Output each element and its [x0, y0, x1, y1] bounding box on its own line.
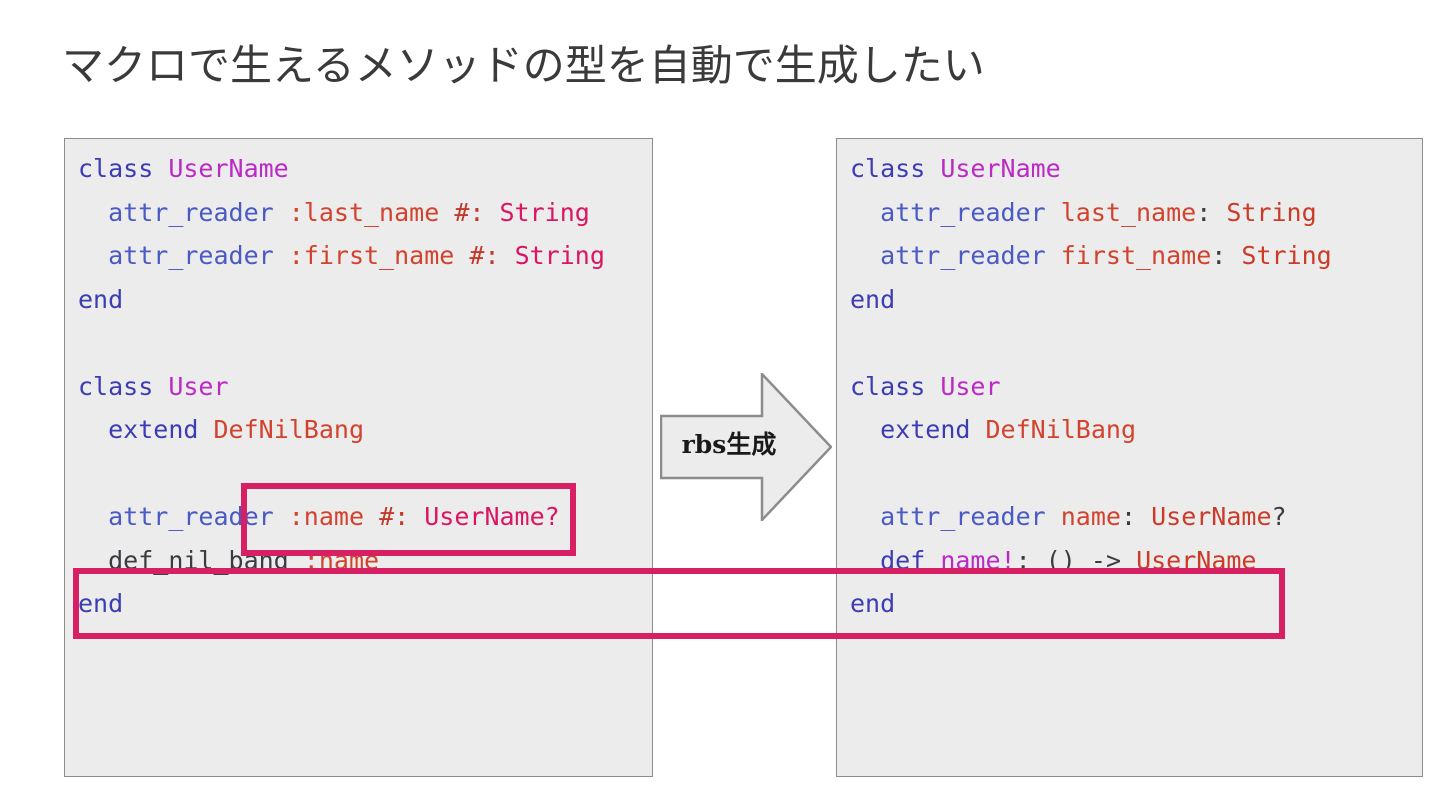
code-line: extend DefNilBang — [850, 408, 1422, 452]
code-token: name — [1060, 502, 1121, 531]
code-token: :last_name — [288, 197, 440, 227]
code-token: : — [1015, 545, 1031, 575]
code-token — [274, 241, 289, 270]
code-token — [274, 198, 289, 227]
code-token: attr_reader — [880, 241, 1046, 270]
code-line — [850, 452, 1422, 496]
code-token: String — [514, 241, 605, 270]
code-token — [850, 415, 880, 444]
code-line: attr_reader :first_name #: String — [78, 234, 652, 278]
code-token — [1226, 241, 1241, 270]
code-token: User — [940, 371, 1001, 401]
code-token — [850, 502, 880, 531]
code-line: attr_reader first_name: String — [850, 234, 1422, 278]
code-token — [1046, 198, 1061, 227]
highlight-box-def-nil-bang-mapping — [73, 568, 1285, 639]
code-token: extend — [108, 415, 199, 444]
code-block-rbs-signature: class UserName attr_reader last_name: St… — [850, 147, 1422, 626]
code-token: attr_reader — [108, 197, 274, 227]
code-token: end — [78, 284, 124, 314]
code-token: attr_reader — [880, 197, 1046, 227]
code-token — [970, 415, 985, 444]
page-title: マクロで生えるメソッドの型を自動で生成したい — [62, 41, 985, 90]
code-line: class UserName — [78, 147, 652, 191]
code-token — [153, 372, 168, 401]
code-token: #: — [454, 197, 485, 227]
code-line: class UserName — [850, 147, 1422, 191]
code-token: : — [1120, 502, 1137, 531]
code-token — [198, 415, 213, 444]
code-token: UserName — [168, 154, 289, 183]
rbs-generation-arrow-icon — [660, 373, 832, 521]
code-token — [500, 241, 515, 270]
code-token: attr_reader — [880, 502, 1046, 531]
code-token — [1136, 502, 1151, 531]
code-panel-rbs-signature: class UserName attr_reader last_name: St… — [836, 138, 1423, 777]
code-line: end — [850, 278, 1422, 322]
code-token: class — [78, 154, 154, 183]
code-token — [78, 415, 108, 444]
code-panel-ruby-source: class UserName attr_reader :last_name #:… — [64, 138, 653, 777]
code-token: end — [78, 589, 124, 618]
code-token: UserName — [940, 154, 1061, 183]
code-line: class User — [78, 365, 652, 409]
code-line: attr_reader last_name: String — [850, 191, 1422, 235]
code-line — [78, 321, 652, 365]
code-token: class — [78, 371, 154, 401]
code-token: DefNilBang — [213, 415, 364, 444]
arrow-label: rbs生成 — [681, 430, 777, 459]
code-token — [439, 198, 454, 227]
code-line: attr_reader name: UserName? — [850, 495, 1422, 539]
code-token: : — [1196, 197, 1212, 227]
code-line: end — [78, 278, 652, 322]
code-token — [454, 241, 469, 270]
code-token: #: — [469, 241, 500, 270]
code-token — [1211, 198, 1226, 227]
code-token: class — [850, 154, 926, 183]
code-token: last_name — [1060, 197, 1197, 227]
code-token: ? — [1271, 502, 1287, 531]
code-token: class — [850, 371, 926, 401]
code-token: end — [850, 284, 896, 314]
code-token: String — [499, 197, 590, 227]
code-token: attr_reader — [108, 241, 274, 270]
code-token — [1046, 241, 1061, 270]
code-line: end — [78, 582, 652, 626]
code-token — [1046, 502, 1061, 531]
code-token: : — [1211, 241, 1227, 270]
code-token — [78, 198, 108, 227]
code-token — [850, 241, 880, 270]
code-token: String — [1226, 197, 1317, 227]
code-token: first_name — [1060, 241, 1212, 270]
code-token: DefNilBang — [985, 415, 1136, 444]
code-token — [925, 154, 940, 183]
code-token — [484, 198, 499, 227]
code-token: :name — [288, 502, 365, 531]
code-token — [850, 198, 880, 227]
code-line: class User — [850, 365, 1422, 409]
code-token: User — [168, 371, 229, 401]
code-token: UserName — [1151, 502, 1272, 531]
code-token: UserName? — [424, 502, 560, 531]
code-token: String — [1241, 241, 1332, 270]
code-line — [850, 321, 1422, 365]
code-token — [78, 241, 108, 270]
highlight-box-attr-reader-annotation — [241, 483, 576, 556]
code-token — [925, 372, 940, 401]
code-token — [78, 502, 108, 531]
code-token: end — [850, 589, 896, 618]
code-line: extend DefNilBang — [78, 408, 652, 452]
code-token — [153, 154, 168, 183]
code-token: :first_name — [288, 241, 455, 270]
code-token: #: — [379, 502, 410, 531]
code-line: attr_reader :last_name #: String — [78, 191, 652, 235]
code-token: extend — [880, 415, 971, 444]
code-line: end — [850, 582, 1422, 626]
